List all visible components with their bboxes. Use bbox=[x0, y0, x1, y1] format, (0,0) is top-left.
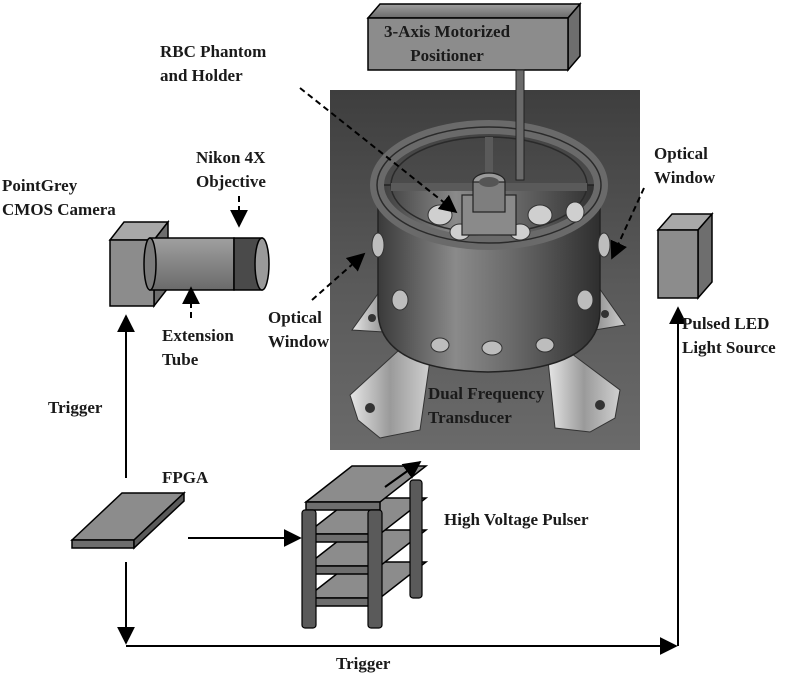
led-label: Pulsed LED Light Source bbox=[682, 314, 776, 357]
transducer-label: Dual Frequency Transducer bbox=[428, 384, 545, 427]
chamber bbox=[349, 120, 626, 439]
led-box bbox=[656, 212, 714, 300]
pulser-to-transducer-arrow bbox=[384, 460, 422, 488]
positioner-box bbox=[366, 1, 582, 73]
optical-window-left-pointer bbox=[311, 252, 366, 301]
optical-window-right-label: Optical Window bbox=[654, 144, 716, 187]
fpga-board bbox=[70, 491, 186, 550]
pointer-arrows bbox=[182, 87, 645, 318]
pulser-stack bbox=[301, 465, 429, 629]
signal-arrows bbox=[117, 306, 687, 655]
optical-window-right-pointer bbox=[610, 187, 645, 260]
camera-label: PointGrey CMOS Camera bbox=[2, 176, 116, 219]
extension-tube bbox=[143, 237, 235, 291]
optical-window-left-label: Optical Window bbox=[268, 308, 330, 351]
rbc-phantom-label: RBC Phantom and Holder bbox=[160, 42, 267, 85]
extension-tube-label: Extension Tube bbox=[162, 326, 234, 369]
trigger-left-label: Trigger bbox=[48, 398, 103, 417]
trigger-bottom-label: Trigger bbox=[336, 654, 391, 673]
pulser-label: High Voltage Pulser bbox=[444, 510, 589, 529]
positioner-label: 3-Axis Motorized Positioner bbox=[384, 22, 511, 65]
objective bbox=[233, 237, 270, 291]
rbc-pointer-arrow bbox=[299, 87, 458, 214]
positioner-rod bbox=[515, 69, 525, 181]
objective-label: Nikon 4X Objective bbox=[196, 148, 266, 191]
fpga-label: FPGA bbox=[162, 468, 209, 487]
